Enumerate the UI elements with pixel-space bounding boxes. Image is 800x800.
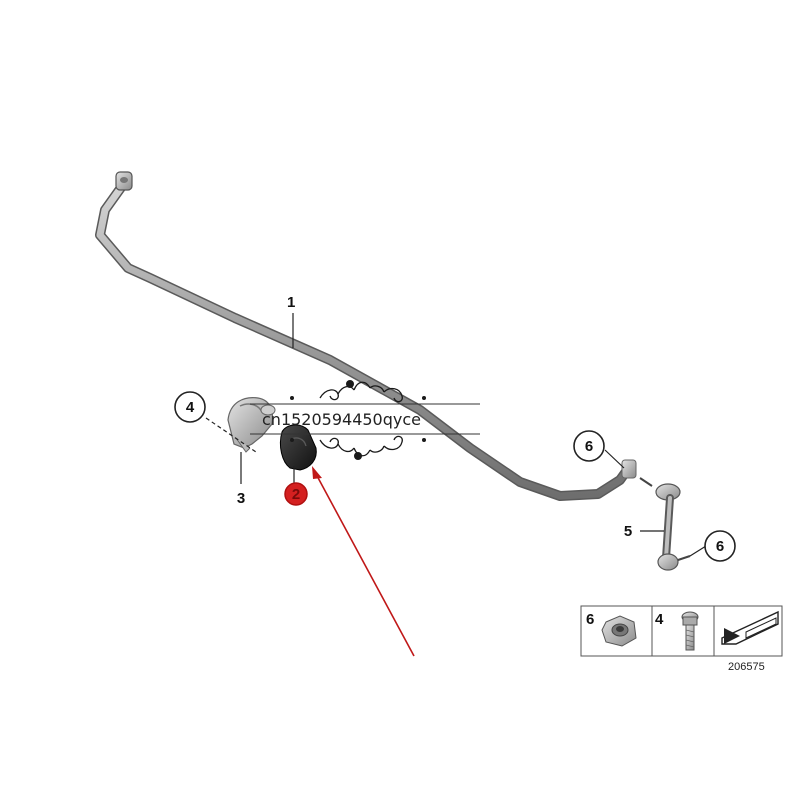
legend-bolt-number: 4 <box>655 611 664 628</box>
link-rod <box>621 459 691 571</box>
figure-number: 206575 <box>728 661 765 673</box>
legend-nut-number: 6 <box>586 611 594 628</box>
callout-6-upper: 6 <box>573 430 605 462</box>
callout-2-highlighted: 2 <box>284 482 308 506</box>
svg-text:4: 4 <box>186 399 195 416</box>
ornament-bottom-icon <box>290 435 426 460</box>
svg-text:2: 2 <box>292 486 300 503</box>
ornament-top-icon <box>290 380 426 403</box>
callout-3: 3 <box>237 490 245 507</box>
nut-icon <box>601 615 637 647</box>
direction-arrow-icon <box>721 610 779 645</box>
red-pointer-arrow <box>312 466 415 657</box>
watermark: cn1520594450qyce <box>250 380 480 460</box>
watermark-text: cn1520594450qyce <box>262 410 421 429</box>
hardware-legend: 6 4 <box>580 605 783 657</box>
stabilizer-bar <box>95 171 635 501</box>
svg-text:6: 6 <box>716 538 724 555</box>
callout-6-lower: 6 <box>704 530 736 562</box>
callout-1: 1 <box>287 294 295 311</box>
svg-text:6: 6 <box>585 438 593 455</box>
leader-lines <box>205 313 707 557</box>
callout-5: 5 <box>624 523 632 540</box>
bolt-icon <box>681 611 699 651</box>
callout-4: 4 <box>174 391 206 423</box>
rubber-mounting <box>279 424 317 471</box>
